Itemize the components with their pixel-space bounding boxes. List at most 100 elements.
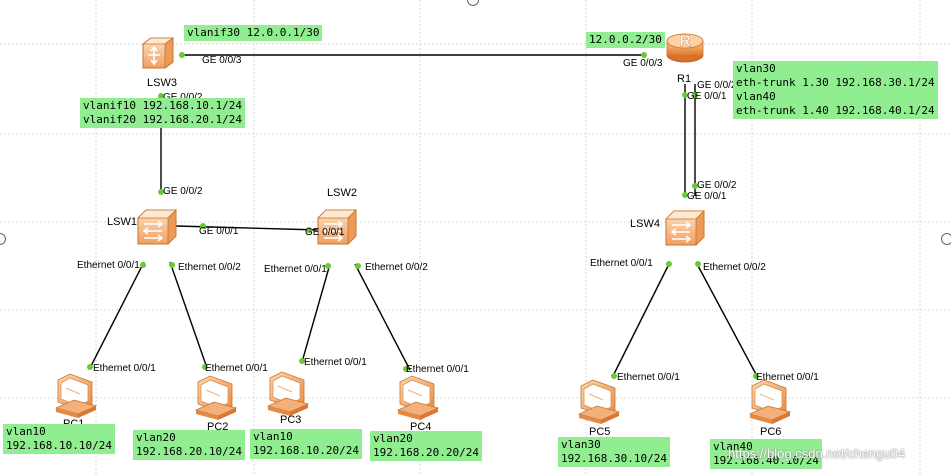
device-name-pc4: PC4 bbox=[410, 421, 432, 433]
port-label: Ethernet 0/0/1 bbox=[205, 363, 268, 374]
note-lsw3-vlanif30[interactable]: vlanif30 12.0.0.1/30 bbox=[184, 25, 323, 41]
note-pc3[interactable]: vlan10 192.168.10.20/24 bbox=[250, 429, 362, 459]
port-dot bbox=[158, 189, 164, 195]
link-lsw2-pc4[interactable] bbox=[354, 263, 411, 371]
note-pc4[interactable]: vlan20 192.168.20.20/24 bbox=[370, 431, 482, 461]
note-text: 192.168.30.10/24 bbox=[561, 452, 667, 465]
port-label: Ethernet 0/0/2 bbox=[365, 262, 428, 273]
pc-icon[interactable] bbox=[55, 373, 97, 419]
pc-icon[interactable] bbox=[195, 375, 237, 421]
port-dot bbox=[325, 263, 331, 269]
link-lsw2-pc3[interactable] bbox=[301, 263, 331, 363]
note-text: vlanif30 12.0.0.1/30 bbox=[187, 26, 320, 39]
note-text: vlan20 bbox=[136, 431, 176, 444]
router-icon[interactable] bbox=[666, 32, 704, 63]
note-lsw3-vlanifs[interactable]: vlanif10 192.168.10.1/24 vlanif20 192.16… bbox=[80, 98, 245, 128]
note-text: vlan30 bbox=[561, 438, 601, 451]
note-text: 192.168.20.10/24 bbox=[136, 445, 242, 458]
port-dot bbox=[753, 373, 759, 379]
note-text: eth-trunk 1.40 192.168.40.1/24 bbox=[736, 104, 935, 117]
note-text: vlan20 bbox=[373, 432, 413, 445]
port-label: GE 0/0/1 bbox=[687, 91, 727, 102]
note-r1-ip[interactable]: 12.0.0.2/30 bbox=[586, 32, 665, 48]
note-pc5[interactable]: vlan30 192.168.30.10/24 bbox=[558, 437, 670, 467]
note-text: vlan40 bbox=[713, 440, 753, 453]
port-label: Ethernet 0/0/1 bbox=[93, 363, 156, 374]
port-label: Ethernet 0/0/1 bbox=[756, 372, 819, 383]
note-r1-trunks[interactable]: vlan30 eth-trunk 1.30 192.168.30.1/24 vl… bbox=[733, 61, 938, 119]
pc-icon[interactable] bbox=[397, 375, 439, 421]
link-lsw4-pc5[interactable] bbox=[611, 261, 671, 379]
note-pc6[interactable]: vlan40 192.168.40.10/24 bbox=[710, 439, 822, 469]
pc-icon[interactable] bbox=[578, 379, 620, 425]
links bbox=[89, 54, 759, 379]
port-label: GE 0/0/1 bbox=[687, 191, 727, 202]
port-dot bbox=[355, 263, 361, 269]
device-name-lsw3: LSW3 bbox=[147, 77, 177, 89]
note-text: 192.168.20.20/24 bbox=[373, 446, 479, 459]
port-label: GE 0/0/2 bbox=[697, 180, 737, 191]
link-lsw1-pc2[interactable] bbox=[169, 261, 208, 369]
link-lsw4-pc6[interactable] bbox=[695, 261, 759, 379]
port-label: Ethernet 0/0/1 bbox=[77, 260, 140, 271]
port-label: GE 0/0/3 bbox=[623, 58, 663, 69]
port-dot bbox=[306, 227, 312, 233]
port-dots bbox=[87, 52, 759, 379]
port-dot bbox=[202, 364, 208, 370]
port-label: GE 0/0/2 bbox=[163, 92, 202, 103]
switch-icon[interactable] bbox=[665, 210, 705, 246]
resize-handle-right[interactable] bbox=[941, 233, 951, 245]
device-name-lsw1: LSW1 bbox=[107, 216, 137, 228]
port-dot bbox=[692, 183, 698, 189]
device-name-r1: R1 bbox=[677, 73, 692, 85]
note-pc2[interactable]: vlan20 192.168.20.10/24 bbox=[133, 430, 245, 460]
device-name-pc3: PC3 bbox=[280, 414, 302, 426]
port-dot bbox=[200, 223, 206, 229]
watermark: https://blog.csdn.net/chengu04 bbox=[728, 446, 906, 461]
port-label: Ethernet 0/0/1 bbox=[406, 364, 469, 375]
port-label: GE 0/0/1 bbox=[199, 226, 239, 237]
link-lsw1-pc1[interactable] bbox=[89, 261, 145, 369]
note-text: vlanif10 192.168.10.1/24 bbox=[83, 99, 242, 112]
note-text: eth-trunk 1.30 192.168.30.1/24 bbox=[736, 76, 935, 89]
pc-icon[interactable] bbox=[749, 379, 791, 425]
note-text: 12.0.0.2/30 bbox=[589, 33, 662, 46]
pc-icon[interactable] bbox=[267, 371, 309, 417]
port-label: Ethernet 0/0/1 bbox=[617, 372, 680, 383]
port-label: Ethernet 0/0/1 bbox=[590, 258, 653, 269]
note-text: 192.168.10.10/24 bbox=[6, 439, 112, 452]
note-text: 192.168.40.10/24 bbox=[713, 454, 819, 467]
note-text: vlan10 bbox=[6, 425, 46, 438]
note-text: vlan30 bbox=[736, 62, 776, 75]
port-dot bbox=[666, 261, 672, 267]
port-dot bbox=[403, 366, 409, 372]
port-label: GE 0/0/3 bbox=[202, 55, 242, 66]
l3-switch-icon[interactable] bbox=[142, 37, 174, 69]
port-label: Ethernet 0/0/2 bbox=[178, 262, 241, 273]
device-name-pc6: PC6 bbox=[760, 426, 782, 438]
port-label: Ethernet 0/0/2 bbox=[703, 262, 766, 273]
port-dot bbox=[692, 92, 698, 98]
link-lsw1-lsw2[interactable] bbox=[175, 225, 321, 231]
device-name-pc5: PC5 bbox=[589, 426, 611, 438]
note-text: vlan40 bbox=[736, 90, 776, 103]
port-dot bbox=[641, 52, 647, 58]
note-text: 192.168.10.20/24 bbox=[253, 444, 359, 457]
port-label: Ethernet 0/0/1 bbox=[264, 264, 327, 275]
device-name-lsw2: LSW2 bbox=[327, 187, 357, 199]
note-text: vlanif20 192.168.20.1/24 bbox=[83, 113, 242, 126]
note-text: vlan10 bbox=[253, 430, 293, 443]
switch-icon[interactable] bbox=[137, 209, 177, 245]
port-dot bbox=[169, 262, 175, 268]
port-dot bbox=[158, 93, 164, 99]
port-label: GE 0/0/2 bbox=[163, 186, 203, 197]
port-dot bbox=[682, 192, 688, 198]
port-dot bbox=[179, 52, 185, 58]
note-pc1[interactable]: vlan10 192.168.10.10/24 bbox=[3, 424, 115, 454]
device-name-lsw4: LSW4 bbox=[630, 218, 660, 230]
port-label: GE 0/0/1 bbox=[305, 227, 345, 238]
port-dot bbox=[87, 364, 93, 370]
port-dot bbox=[611, 373, 617, 379]
